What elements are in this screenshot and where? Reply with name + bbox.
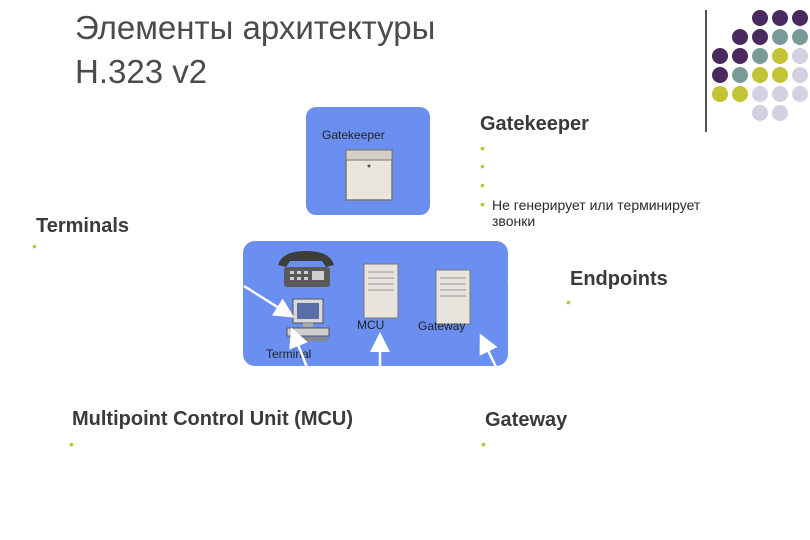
gatekeeper-bullet-4-line1: Не генерирует или терминирует <box>492 197 700 213</box>
mcu-heading: Multipoint Control Unit (MCU) <box>72 408 353 431</box>
gatekeeper-bullet-4-text: Не генерирует или терминирует звонки <box>492 197 700 229</box>
terminals-bullet: • <box>32 238 37 254</box>
gateway-bullet: • <box>481 436 486 452</box>
gateway-heading: Gateway <box>485 409 567 432</box>
gatekeeper-bullet-4: • <box>480 196 485 212</box>
terminals-heading: Terminals <box>36 215 129 238</box>
gatekeeper-bullet-4-line2: звонки <box>492 213 700 229</box>
terminals-arrow <box>244 286 290 315</box>
gatekeeper-heading: Gatekeeper <box>480 113 589 136</box>
gatekeeper-bullet-2: • <box>480 158 485 174</box>
gatekeeper-bullet-1: • <box>480 140 485 156</box>
gatekeeper-bullet-3: • <box>480 177 485 193</box>
mcu-bullet: • <box>69 436 74 452</box>
terminal-arrow <box>293 332 318 395</box>
endpoints-heading: Endpoints <box>570 268 668 291</box>
endpoints-bullet: • <box>566 294 571 310</box>
gateway-arrow <box>482 338 512 400</box>
